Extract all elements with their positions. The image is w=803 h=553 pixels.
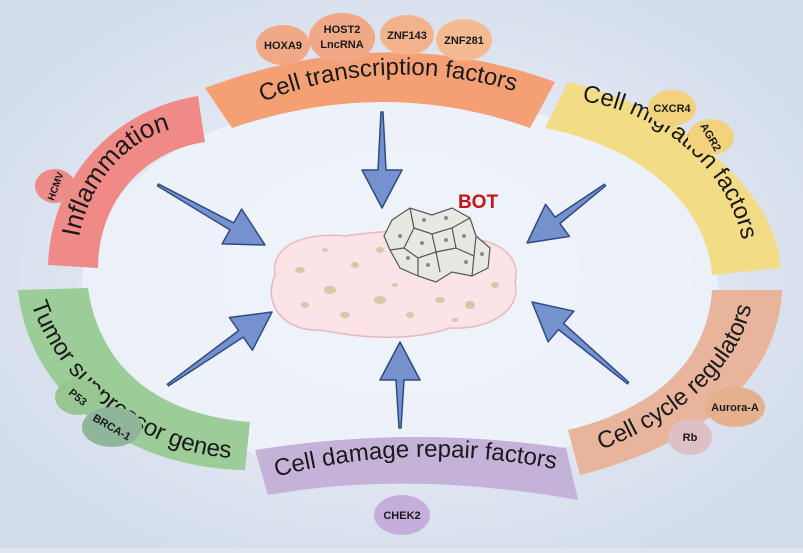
gene-bubble-hoxa9: HOXA9 [256, 25, 310, 65]
band-transcription [205, 52, 555, 128]
gene-bubble-hcmv: HCMV [35, 169, 75, 203]
gene-label: LncRNA [320, 39, 363, 51]
gene-bubble-znf143: ZNF143 [380, 15, 434, 55]
tumor-specks [295, 247, 499, 322]
ring-bands [18, 52, 782, 500]
gene-bubble-p53: P53 [55, 379, 101, 415]
arrow-from-inflammation [156, 183, 266, 246]
gene-bubble-znf281: ZNF281 [436, 19, 492, 61]
cluster-outline [383, 207, 491, 283]
gene-label: CHEK2 [383, 510, 420, 522]
band-migration [545, 82, 780, 275]
gene-bubble-host2-lncrna: HOST2 LncRNA [309, 13, 375, 63]
gene-label: ZNF143 [387, 30, 427, 42]
tumor-mass: BOT [270, 192, 517, 338]
gene-label: HOST2 [324, 24, 361, 36]
gene-label: ZNF281 [444, 35, 484, 47]
gene-bubbles: HOXA9 HOST2 LncRNA ZNF143 ZNF281 CXCR4 A… [35, 13, 765, 535]
arrows [156, 111, 630, 429]
gene-bubble-rb: Rb [668, 419, 712, 455]
gene-bubble-aurora-a: Aurora-A [705, 387, 765, 427]
band-inflammation [48, 96, 205, 268]
band-cycle [568, 290, 782, 475]
gene-bubble-chek2: CHEK2 [374, 495, 430, 535]
band-suppressor [18, 288, 250, 470]
band-repair [255, 436, 578, 500]
arrow-from-repair [379, 341, 421, 429]
arrow-from-suppressor [166, 311, 273, 387]
gene-label: Aurora-A [711, 402, 759, 414]
arrow-from-cycle [531, 301, 630, 385]
gene-label: CXCR4 [653, 103, 691, 115]
gene-label: HOXA9 [264, 40, 302, 52]
cell-cluster [383, 207, 491, 283]
gene-bubble-brca1: BRCA-1 [82, 407, 142, 447]
gene-label: Rb [683, 432, 698, 444]
gene-bubble-agr2: AGR2 [688, 119, 734, 155]
arrow-from-migration [526, 183, 607, 244]
arrow-from-transcription [361, 111, 403, 209]
center-label: BOT [458, 192, 499, 213]
gene-bubble-cxcr4: CXCR4 [648, 90, 696, 126]
